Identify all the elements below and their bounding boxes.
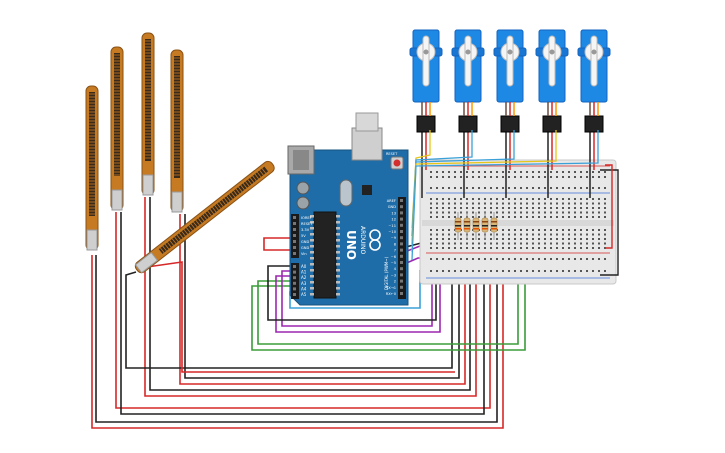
power-jack	[351, 127, 383, 161]
crystal	[339, 179, 353, 207]
servo	[535, 29, 569, 198]
wire-red	[179, 214, 466, 385]
servo-arm	[548, 35, 556, 87]
brand-label: ARDUINO	[359, 226, 366, 255]
power-pin-label: 5V	[301, 234, 306, 238]
arduino-logo: ARDUINO UNO	[344, 226, 381, 260]
digital-pin-label: AREF	[387, 199, 396, 203]
flex-connector	[86, 229, 98, 251]
digital-header	[398, 197, 406, 299]
digital-pin-label: 4	[394, 267, 397, 271]
digital-pin-label: 12	[391, 218, 396, 222]
analog-pin-label: A5	[301, 292, 307, 297]
analog-pin-label: A2	[301, 275, 307, 280]
digital-pin-label: 8	[394, 242, 397, 246]
wire-black	[95, 250, 498, 423]
wire-black	[125, 250, 453, 369]
digital-pin-label: TX→1	[385, 286, 396, 290]
digital-pin-label: GND	[388, 205, 396, 209]
flex-connector	[171, 191, 183, 213]
digital-pin-label: RX←0	[386, 292, 397, 296]
servo	[451, 29, 485, 198]
atmega-chip	[313, 211, 337, 299]
digital-pin-label: 2	[394, 280, 396, 284]
digital-pin-label: ~9	[391, 236, 397, 240]
power-pin-label: IOREF	[301, 216, 312, 220]
digital-pin-label: ~11	[388, 224, 396, 228]
power-pin-label: Vin	[301, 252, 307, 256]
servo-connector	[500, 115, 520, 133]
digital-pin-label: ~6	[391, 255, 397, 259]
power-pin-label: RESET	[301, 222, 313, 226]
digital-pin-label: ~10	[388, 230, 396, 234]
chip-pins	[310, 215, 340, 296]
flex-sensor	[134, 160, 275, 274]
wire-black	[267, 264, 437, 321]
servo	[493, 29, 527, 198]
flex-sensor	[141, 32, 155, 196]
analog-pin-label: A3	[301, 281, 307, 286]
wire-black	[120, 212, 485, 415]
servo-arm	[464, 35, 472, 87]
wire-green	[257, 248, 519, 345]
analog-pin-label: A1	[301, 270, 307, 275]
servo-connector	[542, 115, 562, 133]
power-pin-label: GND	[301, 246, 309, 250]
flex-connector	[134, 251, 159, 274]
wire-red	[139, 261, 455, 373]
sensor-wires	[91, 197, 504, 429]
servo-connector	[458, 115, 478, 133]
wire-black	[149, 197, 471, 391]
servo-arm	[590, 35, 598, 87]
wire-black	[600, 169, 619, 276]
servo-connector	[584, 115, 604, 133]
flex-sensor	[85, 85, 99, 251]
arduino-uno: ARDUINO UNO IOREFRESET3.3V5VGNDGNDVinA0A…	[287, 112, 409, 306]
model-label: UNO	[344, 230, 358, 260]
wire-purple	[281, 248, 433, 327]
reset-label: RESET	[386, 152, 398, 156]
servo-arm	[422, 35, 430, 87]
servos	[409, 29, 619, 276]
servo	[409, 29, 443, 198]
wire-red	[91, 250, 504, 429]
wire-black	[184, 214, 460, 379]
power-pin-label: 3.3V	[301, 228, 310, 232]
wire-purple	[275, 248, 441, 333]
wire-red	[144, 197, 477, 397]
analog-pin-label: A0	[301, 264, 307, 269]
servo	[577, 29, 611, 198]
flex-sensor	[110, 46, 124, 211]
digital-header-label: DIGITAL (PWM~)	[384, 256, 389, 290]
capacitor	[296, 181, 310, 195]
resistors	[454, 212, 498, 240]
chip	[362, 185, 372, 195]
analog-pin-label: A4	[301, 286, 307, 291]
breadboard	[419, 159, 617, 285]
digital-pin-label: 13	[391, 211, 396, 215]
flex-sensor	[170, 49, 184, 213]
power-pin-label: GND	[301, 240, 309, 244]
header-pins	[293, 199, 403, 296]
capacitor	[296, 196, 310, 210]
wire-red	[115, 212, 491, 409]
flex-connector	[142, 174, 154, 196]
servo-arm	[506, 35, 514, 87]
servo-connector	[416, 115, 436, 133]
flex-sensors	[85, 32, 275, 274]
digital-pin-label: ~5	[391, 261, 396, 265]
wire-red	[605, 164, 613, 249]
digital-pin-label: ~3	[391, 273, 396, 277]
digital-pin-label: 7	[394, 249, 396, 253]
analog-header	[291, 263, 299, 299]
servo-signal-wire	[411, 130, 599, 261]
wire-red	[263, 237, 300, 251]
board-wires	[251, 237, 526, 351]
flex-connector	[111, 189, 123, 211]
